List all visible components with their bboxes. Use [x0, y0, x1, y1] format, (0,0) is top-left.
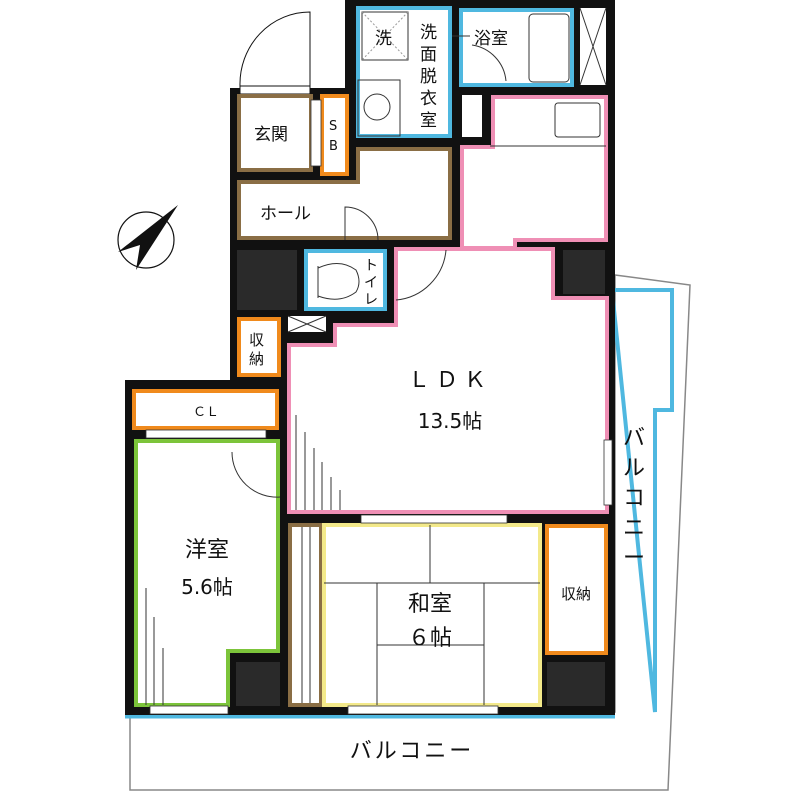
- japanese-room-size: ６帖: [408, 626, 452, 651]
- kitchen-sink: [554, 102, 601, 138]
- washroom-char: 衣: [420, 89, 437, 109]
- toilet-label: レ: [364, 292, 378, 308]
- ldk-window-right[interactable]: [603, 439, 613, 506]
- bathroom: [459, 8, 574, 87]
- toilet-label: イ: [364, 275, 378, 291]
- balcony-inner: [609, 288, 674, 713]
- toilet-bowl-icon: [317, 263, 360, 300]
- pillar: [237, 250, 297, 310]
- pipe-shaft: [287, 315, 327, 333]
- balcony-right-char: コ: [623, 486, 645, 511]
- ldk: [287, 247, 609, 514]
- balcony-right-char: ル: [623, 456, 645, 481]
- japanese-room-label: 和室: [408, 592, 452, 617]
- hall: [237, 147, 452, 240]
- closet[interactable]: [132, 389, 279, 430]
- entrance-label: 玄関: [254, 125, 288, 145]
- balcony-right-char: ー: [623, 546, 645, 571]
- ldk-label: ＬＤＫ: [408, 368, 492, 393]
- pillar: [236, 662, 280, 706]
- balcony-right-label: バ ル コ ニ ー: [623, 426, 645, 571]
- entrance-door[interactable]: [239, 11, 311, 95]
- hall-label: ホール: [260, 204, 311, 224]
- shoe-box-label: S: [329, 119, 337, 134]
- pillar: [563, 250, 605, 294]
- japanese-storage[interactable]: [545, 524, 608, 655]
- washer-label: 洗: [375, 29, 392, 49]
- washroom-char: 洗: [420, 23, 437, 43]
- ldk-japanese-sliding-door[interactable]: [360, 514, 508, 524]
- shoe-box[interactable]: [320, 94, 349, 176]
- washbasin: [357, 79, 401, 137]
- balcony-right-char: ニ: [623, 516, 645, 541]
- western-room-door[interactable]: [231, 451, 281, 498]
- japanese-room: [322, 523, 542, 707]
- closet-label: ＣＬ: [193, 405, 219, 420]
- washroom-char: 脱: [420, 67, 437, 87]
- western-room-label: 洋室: [185, 538, 229, 563]
- shoe-box-label: B: [329, 139, 338, 154]
- storage-small[interactable]: [237, 317, 281, 377]
- western-slope-lines: [145, 588, 164, 705]
- storage-small-label: 納: [249, 350, 264, 368]
- bathroom-door[interactable]: [452, 35, 507, 82]
- bathroom-label: 浴室: [474, 29, 508, 49]
- western-room-size: 5.6帖: [181, 575, 233, 599]
- pillar: [547, 662, 605, 706]
- closet-doors[interactable]: [145, 429, 267, 439]
- western-room: [134, 439, 280, 707]
- entrance: [237, 94, 313, 172]
- sliding-door-strip[interactable]: [288, 523, 323, 707]
- ldk-size: 13.5帖: [418, 409, 483, 433]
- north-arrow-icon: [117, 205, 178, 270]
- ventilation-shaft: [579, 7, 607, 86]
- tatami-lines: [324, 525, 540, 705]
- toilet: [304, 249, 387, 311]
- balcony-bottom-label: バルコニー: [350, 739, 475, 764]
- washroom-label: 洗 面 脱 衣 室: [420, 23, 437, 131]
- washroom-char: 面: [420, 45, 437, 65]
- toilet-door[interactable]: [344, 206, 379, 241]
- storage-small-label: 収: [249, 331, 264, 349]
- western-window[interactable]: [149, 705, 229, 715]
- washing-machine-space: [361, 11, 409, 61]
- toilet-label: ト: [364, 258, 378, 274]
- bathtub: [528, 13, 570, 83]
- japanese-storage-label: 収納: [561, 585, 591, 603]
- japanese-window[interactable]: [347, 705, 499, 715]
- ldk-door[interactable]: [395, 249, 447, 301]
- shoe-box-doors[interactable]: [310, 99, 322, 167]
- pipe-space: [462, 95, 482, 137]
- ldk-slope-lines: [295, 415, 341, 510]
- washroom-char: 室: [420, 111, 437, 131]
- balcony-right-char: バ: [623, 426, 645, 451]
